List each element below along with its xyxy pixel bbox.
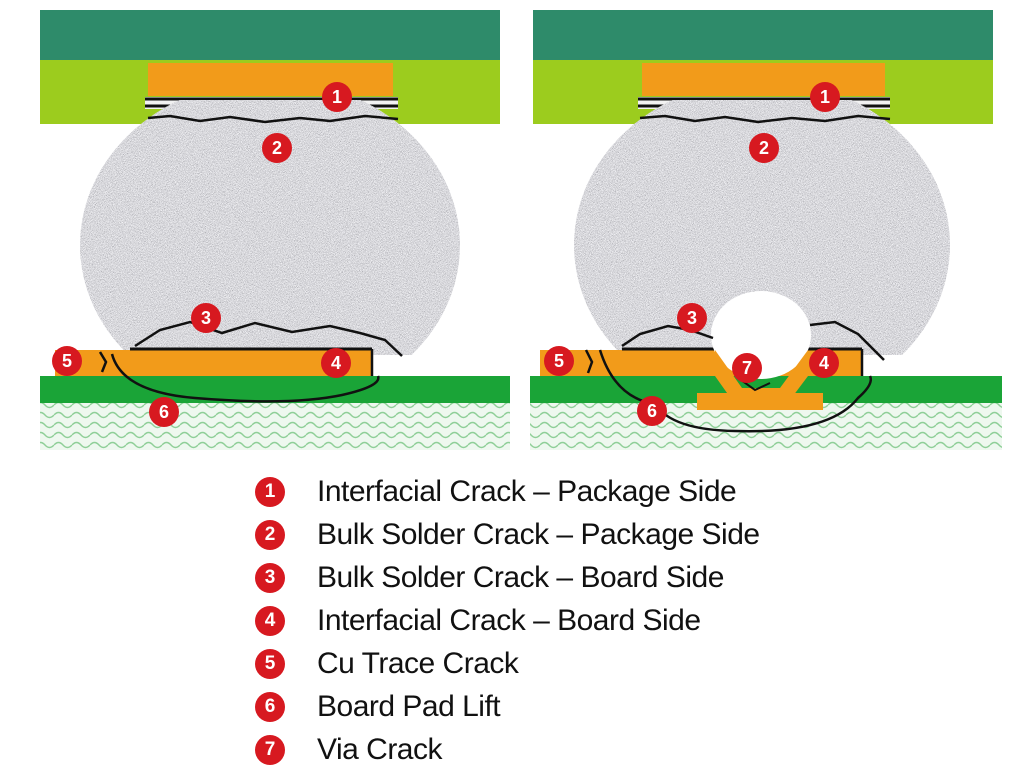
legend-badge: 2 — [255, 519, 285, 550]
left-board-pad — [55, 350, 373, 376]
left-joint: 1 2 3 4 5 6 — [40, 10, 510, 450]
right-badge-1: 1 — [810, 82, 840, 112]
right-badge-3: 3 — [677, 303, 707, 333]
legend-label: Bulk Solder Crack – Board Side — [317, 560, 724, 594]
via-capture-pad — [697, 393, 823, 410]
svg-text:3: 3 — [201, 308, 211, 328]
right-badge-2: 2 — [749, 133, 779, 163]
via-void — [711, 291, 811, 379]
left-badge-3: 3 — [191, 303, 221, 333]
left-crack-pad-lift — [110, 353, 380, 403]
legend-item-4: 4 Interfacial Crack – Board Side — [255, 599, 760, 642]
svg-text:7: 7 — [742, 358, 752, 378]
right-joint: 1 2 3 4 5 6 7 — [530, 10, 1002, 450]
left-crack-board-side — [134, 320, 403, 357]
svg-text:2: 2 — [272, 138, 282, 158]
svg-text:5: 5 — [62, 351, 72, 371]
right-crack-trace — [584, 349, 594, 374]
via-plating — [715, 350, 808, 400]
legend-item-6: 6 Board Pad Lift — [255, 685, 760, 728]
legend-badge: 7 — [255, 734, 285, 765]
svg-text:6: 6 — [159, 402, 169, 422]
right-crack-via — [740, 379, 771, 392]
right-package-top-layer — [533, 10, 993, 60]
solder-joint-crack-diagram: 1 2 3 4 5 6 — [40, 10, 1002, 450]
legend: 1 Interfacial Crack – Package Side 2 Bul… — [255, 470, 760, 771]
left-crack-trace — [98, 351, 108, 373]
svg-text:4: 4 — [819, 353, 829, 373]
svg-text:2: 2 — [759, 138, 769, 158]
legend-label: Via Crack — [317, 732, 443, 766]
svg-text:4: 4 — [331, 353, 341, 373]
legend-badge: 3 — [255, 562, 285, 593]
left-badge-1: 1 — [322, 82, 352, 112]
legend-label: Board Pad Lift — [317, 689, 501, 723]
right-badge-5: 5 — [544, 346, 574, 376]
left-badge-2: 2 — [262, 133, 292, 163]
legend-badge: 6 — [255, 691, 285, 722]
legend-badge: 4 — [255, 605, 285, 636]
legend-item-2: 2 Bulk Solder Crack – Package Side — [255, 513, 760, 556]
legend-label: Cu Trace Crack — [317, 646, 519, 680]
svg-text:1: 1 — [820, 87, 830, 107]
left-package-pad — [148, 63, 393, 96]
left-board-laminate — [40, 402, 510, 450]
left-badge-5: 5 — [52, 346, 82, 376]
svg-text:6: 6 — [647, 401, 657, 421]
legend-label: Interfacial Crack – Package Side — [317, 474, 737, 508]
legend-label: Interfacial Crack – Board Side — [317, 603, 701, 637]
left-board-layer — [40, 376, 510, 403]
left-badge-6: 6 — [149, 397, 179, 427]
left-package-top-layer — [40, 10, 500, 60]
svg-text:3: 3 — [687, 308, 697, 328]
left-crack-package-side — [147, 114, 399, 124]
legend-badge: 5 — [255, 648, 285, 679]
right-crack-package-side — [639, 114, 891, 124]
left-badge-4: 4 — [321, 348, 351, 378]
legend-badge: 1 — [255, 476, 285, 507]
legend-item-3: 3 Bulk Solder Crack – Board Side — [255, 556, 760, 599]
right-crack-board-side-right — [809, 320, 885, 361]
right-package-pad — [642, 63, 885, 96]
right-board-pad — [540, 350, 862, 376]
right-badge-7: 7 — [732, 353, 762, 383]
legend-label: Bulk Solder Crack – Package Side — [317, 517, 760, 551]
svg-text:1: 1 — [332, 87, 342, 107]
legend-item-7: 7 Via Crack — [255, 728, 760, 771]
right-crack-pad-lift — [598, 349, 872, 433]
legend-item-1: 1 Interfacial Crack – Package Side — [255, 470, 760, 513]
right-badge-6: 6 — [637, 396, 667, 426]
right-badge-4: 4 — [809, 348, 839, 378]
right-crack-board-side-left — [621, 324, 714, 348]
legend-item-5: 5 Cu Trace Crack — [255, 642, 760, 685]
svg-text:5: 5 — [554, 351, 564, 371]
